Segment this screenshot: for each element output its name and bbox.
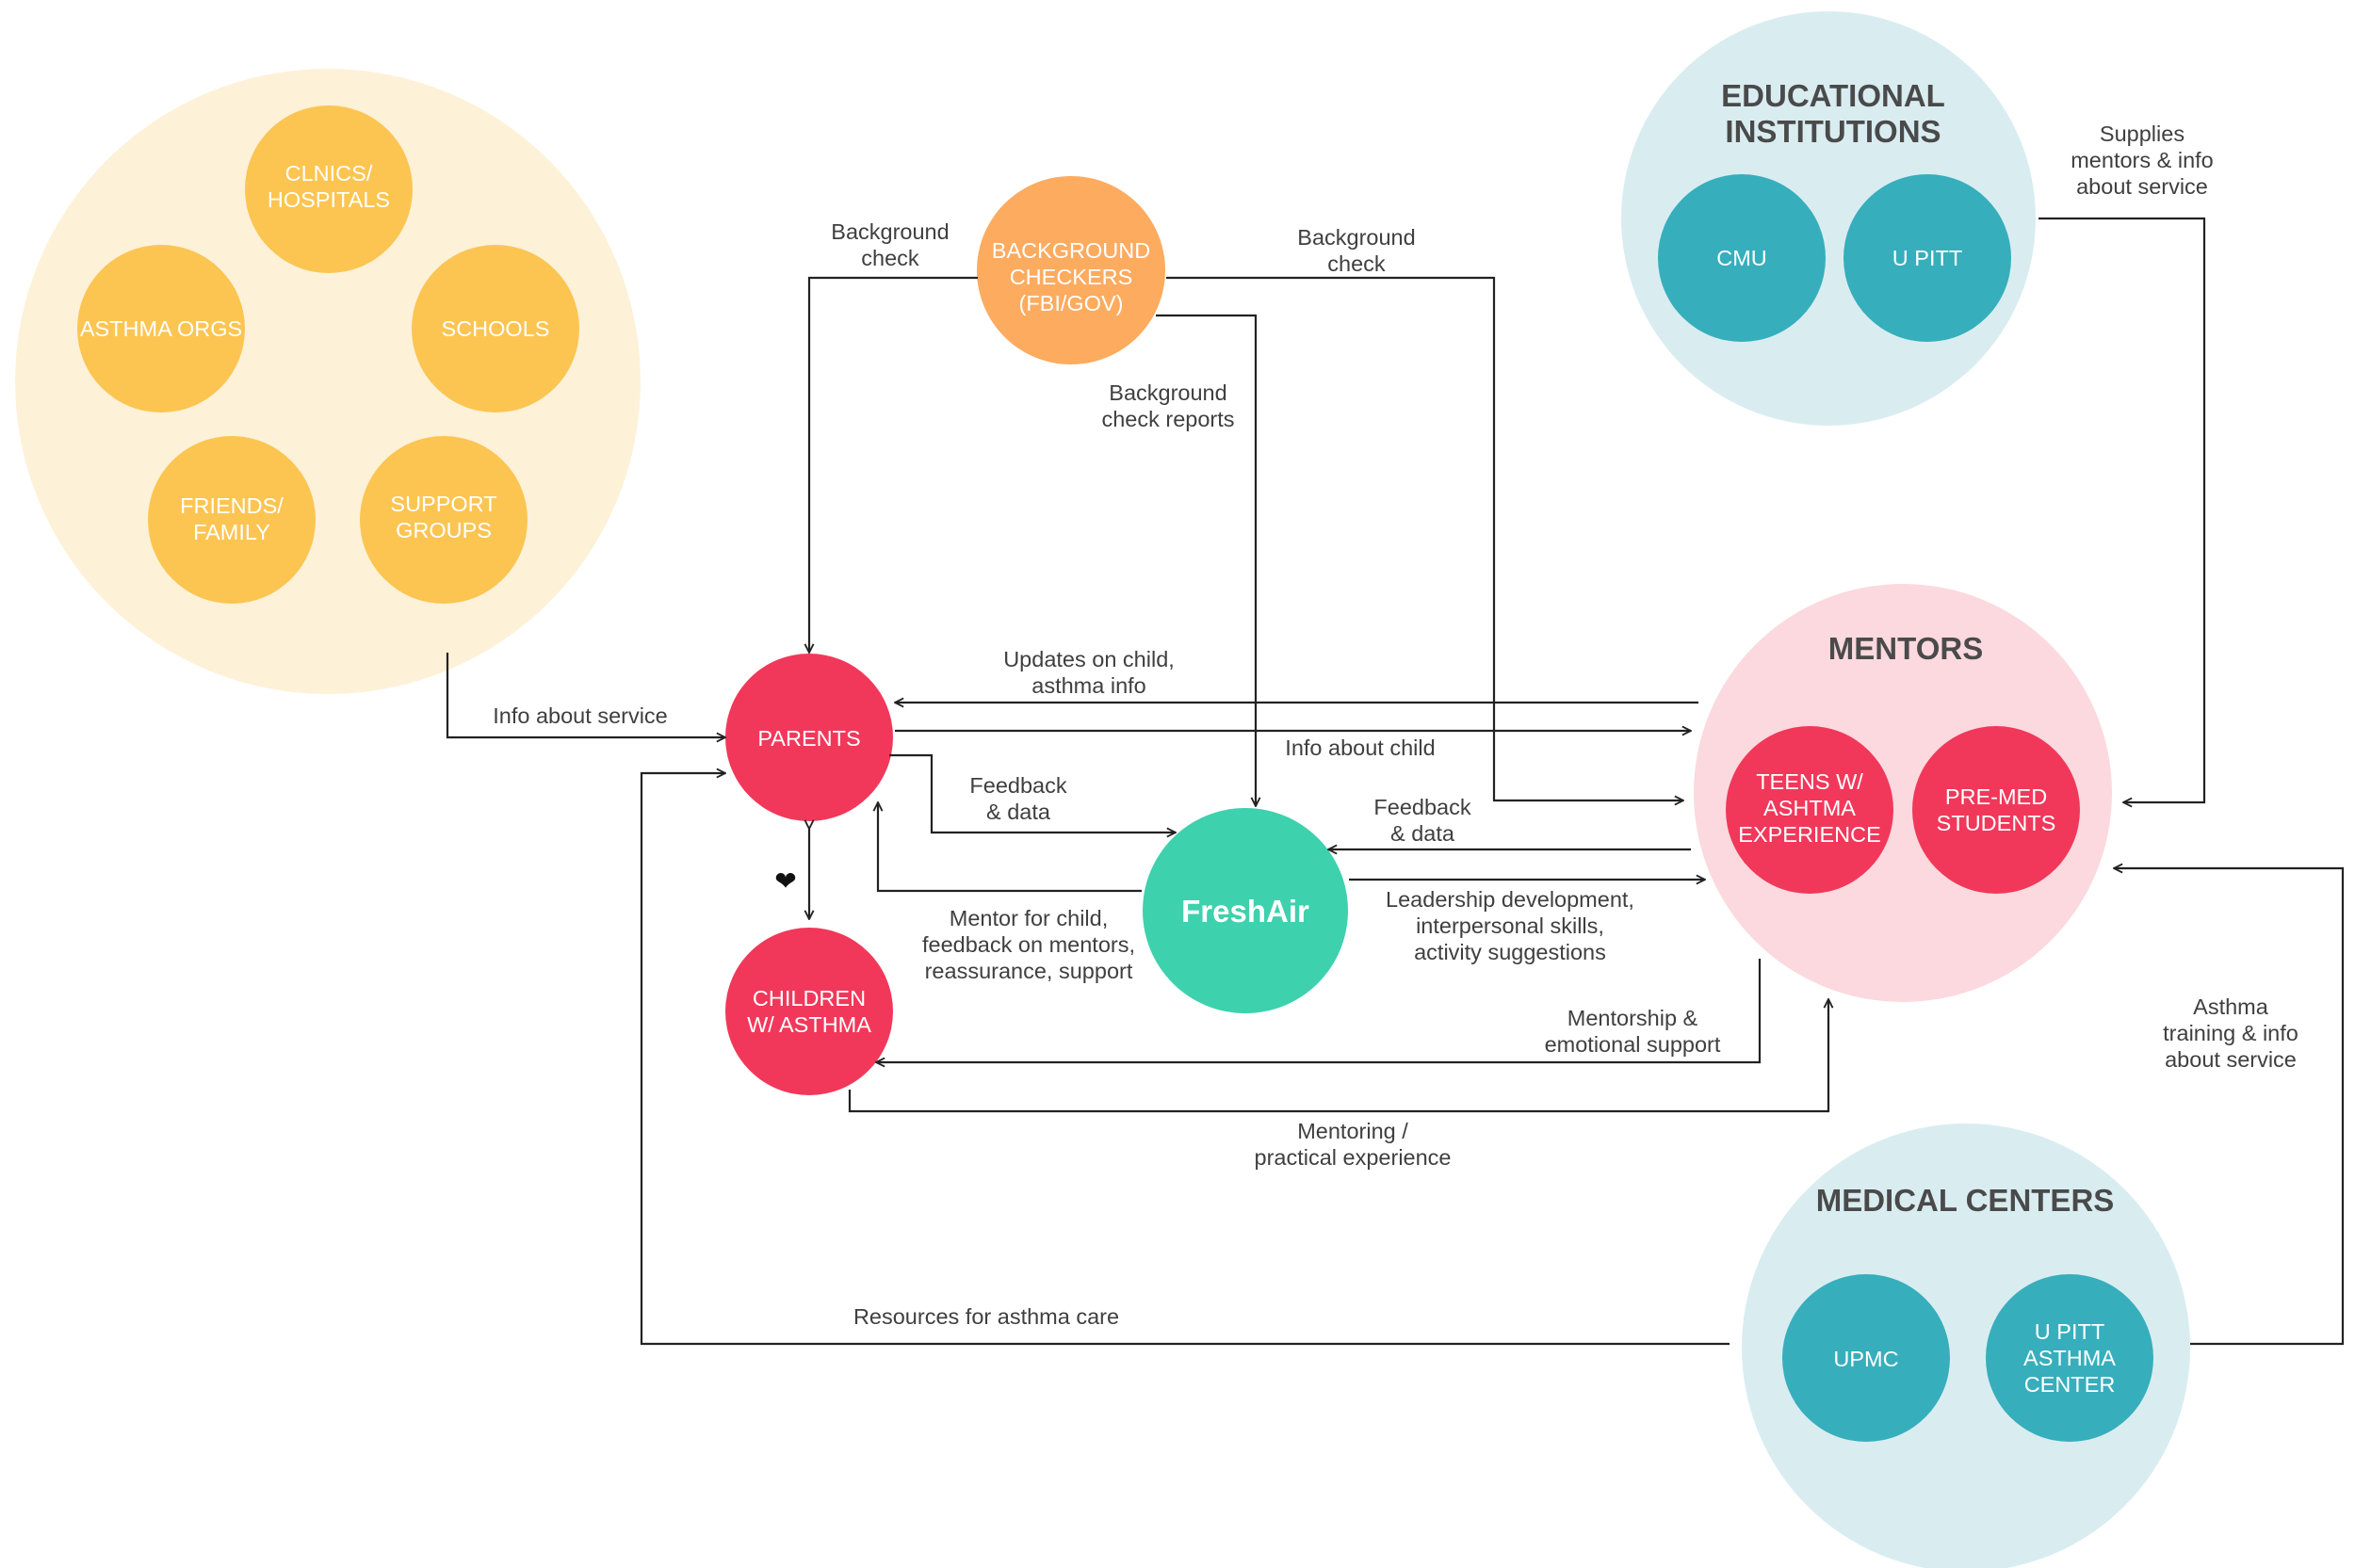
flow-children-to-mentors — [848, 999, 1828, 1113]
label-resources-asthma-care: Resources for asthma care — [853, 1304, 1119, 1329]
flow-checkers-to-mentors — [1166, 276, 1683, 800]
label-mentorship-emotional: Mentorship &emotional support — [1545, 1006, 1721, 1057]
label-mentor-for-child: Mentor for child,feedback on mentors,rea… — [922, 906, 1135, 983]
community-node-clinics: CLNICS/HOSPITALS — [245, 105, 413, 273]
svg-text:CLNICS/HOSPITALS: CLNICS/HOSPITALS — [268, 161, 390, 212]
medical-title: MEDICAL CENTERS — [1816, 1183, 2115, 1218]
flow-medical-to-parents — [640, 773, 1730, 1346]
label-feedback-parents: Feedback& data — [969, 773, 1066, 824]
flow-checkers-to-freshair — [1156, 314, 1256, 806]
label-feedback-mentors: Feedback& data — [1373, 795, 1470, 846]
svg-text:U PITT: U PITT — [1892, 246, 1962, 270]
label-info-about-child: Info about child — [1285, 736, 1435, 760]
svg-text:SCHOOLS: SCHOOLS — [442, 316, 550, 341]
community-node-asthma-orgs: ASTHMA ORGS — [77, 245, 245, 412]
freshair-node: FreshAir — [1143, 808, 1348, 1013]
flow-parents-to-freshair — [889, 753, 1176, 832]
svg-text:PARENTS: PARENTS — [757, 726, 860, 751]
svg-text:FreshAir: FreshAir — [1181, 894, 1309, 929]
flow-education-to-mentors — [2038, 217, 2206, 802]
parents-node: PARENTS — [725, 654, 893, 821]
label-leadership: Leadership development,interpersonal ski… — [1386, 887, 1634, 964]
label-info-about-service: Info about service — [493, 703, 668, 728]
heart-icon: ❤ — [774, 866, 796, 896]
flow-mentors-to-children — [876, 959, 1762, 1062]
medical-node-upmc: UPMC — [1782, 1274, 1950, 1442]
education-node-cmu: CMU — [1658, 174, 1826, 342]
flow-medical-to-mentors — [2114, 868, 2345, 1346]
medical-group-background — [1742, 1123, 2190, 1568]
flow-freshair-to-parents — [878, 802, 1142, 893]
education-node-upitt: U PITT — [1843, 174, 2011, 342]
mentors-title: MENTORS — [1828, 631, 1983, 666]
label-updates-on-child: Updates on child,asthma info — [1003, 647, 1175, 698]
flow-community-to-parents — [446, 653, 725, 737]
label-mentoring-practical: Mentoring /practical experience — [1255, 1119, 1452, 1170]
mentors-group-background — [1694, 584, 2112, 1002]
svg-text:FRIENDS/FAMILY: FRIENDS/FAMILY — [180, 493, 284, 544]
svg-text:CMU: CMU — [1716, 246, 1767, 270]
svg-text:ASTHMA ORGS: ASTHMA ORGS — [80, 316, 242, 341]
svg-text:UPMC: UPMC — [1833, 1347, 1898, 1371]
flow-checkers-to-parents — [809, 276, 978, 653]
community-node-friends-family: FRIENDS/FAMILY — [148, 436, 316, 604]
community-node-schools: SCHOOLS — [412, 245, 579, 412]
